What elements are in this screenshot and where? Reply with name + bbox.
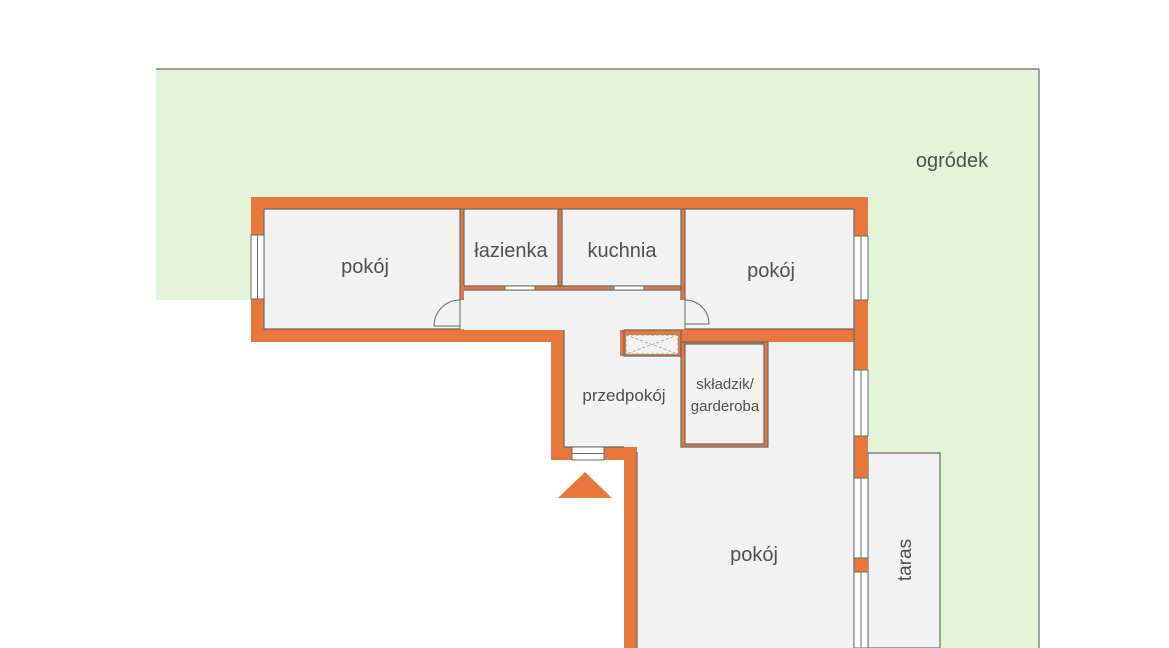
room-west-label: pokój (341, 256, 389, 278)
outside-area (156, 300, 626, 648)
wardrobe-niche (625, 334, 679, 355)
room-east (685, 209, 854, 329)
door-kitchen (613, 285, 645, 291)
room-east-label: pokój (747, 260, 795, 282)
garden-outline (156, 68, 1040, 648)
windows (250, 234, 869, 648)
room-west (264, 209, 460, 329)
door-swings (433, 299, 710, 329)
terrace (867, 452, 941, 648)
terrace-label: taras (895, 539, 916, 581)
entrance-arrow-icon (558, 472, 612, 498)
storage-label-line2: garderoba (691, 398, 760, 415)
hallway-opening (681, 447, 768, 450)
room-south-label: pokój (730, 544, 778, 566)
bathroom-label: łazienka (474, 240, 548, 262)
hallway-label: przedpokój (582, 386, 665, 405)
kitchen-label: kuchnia (588, 240, 658, 262)
bathroom (464, 209, 558, 286)
doors (504, 285, 645, 461)
door-bathroom (504, 285, 536, 291)
hallway (464, 290, 681, 447)
kitchen (562, 209, 681, 286)
storage-label-line1: składzik/ (696, 376, 754, 393)
room-south (637, 342, 854, 648)
storage-room (685, 344, 764, 444)
garden-label: ogródek (916, 150, 989, 172)
